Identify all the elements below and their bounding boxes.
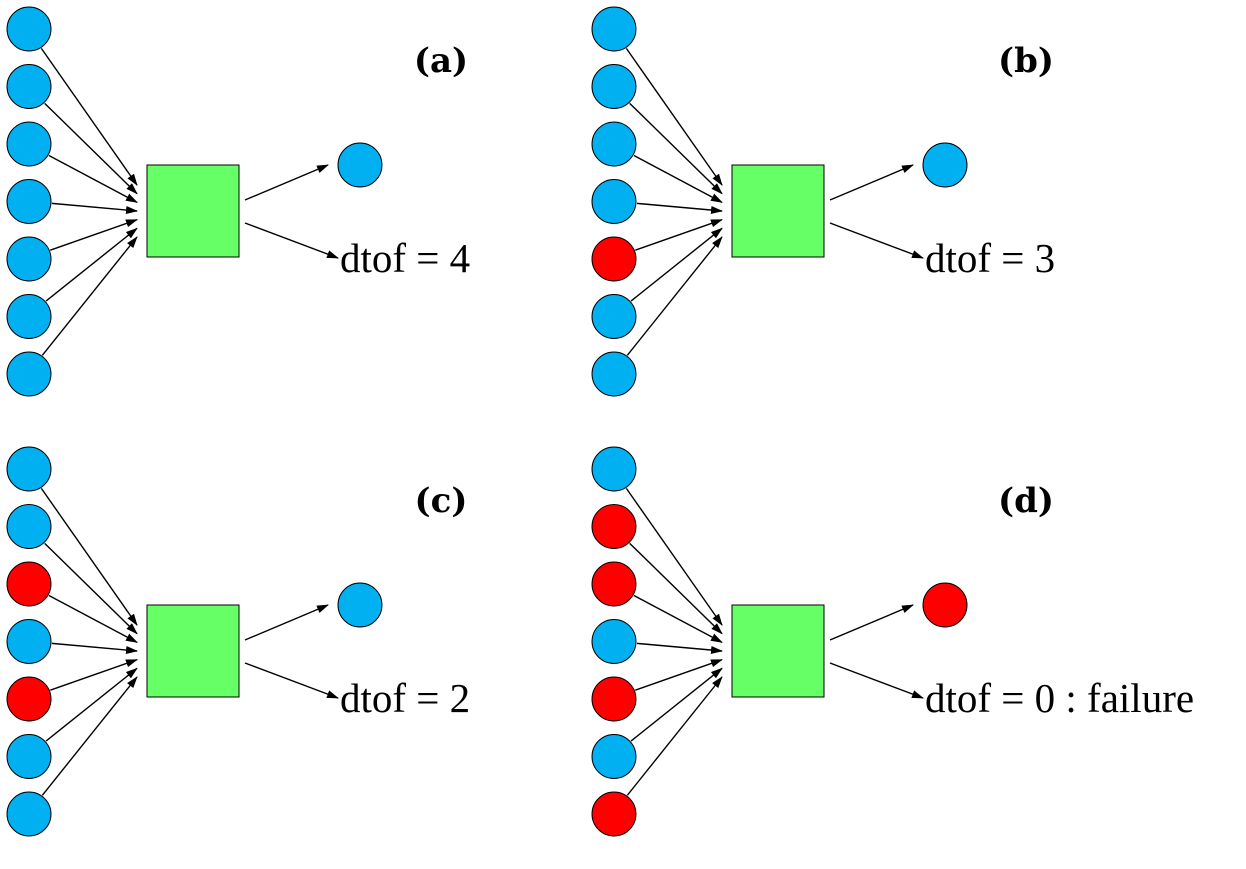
input-node-ok <box>591 446 637 492</box>
input-arrow <box>626 236 723 356</box>
input-arrow <box>635 219 723 251</box>
input-arrow <box>44 102 138 195</box>
input-arrow <box>50 659 138 691</box>
gate-box <box>146 604 240 698</box>
input-arrow <box>41 236 138 356</box>
input-node-failed <box>591 791 637 837</box>
input-arrow <box>636 202 723 215</box>
gate-box <box>146 164 240 258</box>
input-node-ok <box>6 6 52 52</box>
result-arrow <box>829 222 924 259</box>
input-node-ok <box>591 351 637 397</box>
panel-tag: (d) <box>998 481 1054 521</box>
gate-box <box>731 604 825 698</box>
output-node-ok <box>337 582 383 628</box>
dtof-result: dtof = 3 <box>925 235 1055 281</box>
input-node-ok <box>6 504 52 549</box>
input-node-ok <box>591 6 637 52</box>
output-arrow <box>829 164 914 201</box>
input-arrow <box>44 542 138 635</box>
input-node-ok <box>6 791 52 837</box>
input-node-failed <box>591 504 637 549</box>
input-node-failed <box>6 561 52 607</box>
panel-a: (a) dtof = 4 <box>6 6 470 397</box>
input-arrow <box>51 202 138 215</box>
input-arrow <box>629 542 723 635</box>
input-node-failed <box>591 236 637 282</box>
panel-d: (d) dtof = 0 : failure <box>591 446 1194 837</box>
result-arrow <box>829 662 924 699</box>
input-arrow <box>633 154 723 203</box>
input-node-ok <box>591 619 637 664</box>
panel-tag: (a) <box>414 41 468 81</box>
panel-c: (c) dtof = 2 <box>6 446 470 837</box>
input-node-ok <box>591 179 637 224</box>
output-arrow <box>244 604 329 641</box>
input-node-ok <box>591 734 637 779</box>
input-node-failed <box>591 676 637 722</box>
input-arrow <box>40 487 138 626</box>
output-node-ok <box>337 142 383 188</box>
input-arrow <box>48 154 138 203</box>
input-arrow <box>45 667 138 742</box>
input-arrow <box>50 219 138 251</box>
input-node-ok <box>6 294 52 339</box>
input-node-ok <box>6 179 52 224</box>
input-node-ok <box>6 351 52 397</box>
panels-layer: (a) dtof = 4 (b) dtof = 3 (c) dtof = 2 (d) dtof… <box>6 6 1194 837</box>
input-node-ok <box>6 121 52 167</box>
input-node-ok <box>591 64 637 109</box>
input-node-ok <box>6 446 52 492</box>
output-arrow <box>829 604 914 641</box>
dtof-result: dtof = 4 <box>340 235 470 281</box>
input-arrow <box>41 676 138 796</box>
output-node-ok <box>922 142 968 188</box>
dtof-result: dtof = 0 : failure <box>925 675 1194 721</box>
input-arrow <box>40 47 138 186</box>
input-node-ok <box>591 294 637 339</box>
input-arrow <box>626 676 723 796</box>
panel-b: (b) dtof = 3 <box>591 6 1055 397</box>
dtof-result: dtof = 2 <box>340 675 470 721</box>
gate-box <box>731 164 825 258</box>
input-node-ok <box>6 64 52 109</box>
input-arrow <box>45 227 138 302</box>
input-arrow <box>48 594 138 643</box>
input-arrow <box>629 102 723 195</box>
input-arrow <box>625 487 723 626</box>
input-node-ok <box>6 734 52 779</box>
input-arrow <box>633 594 723 643</box>
input-node-failed <box>6 676 52 722</box>
input-arrow <box>625 47 723 186</box>
result-arrow <box>244 222 339 259</box>
panel-tag: (b) <box>998 41 1054 81</box>
result-arrow <box>244 662 339 699</box>
input-node-ok <box>6 236 52 282</box>
input-arrow <box>636 642 723 655</box>
output-arrow <box>244 164 329 201</box>
input-arrow <box>51 642 138 655</box>
input-arrow <box>630 227 723 302</box>
input-arrow <box>635 659 723 691</box>
input-arrow <box>630 667 723 742</box>
input-node-ok <box>6 619 52 664</box>
output-node-failed <box>922 582 968 628</box>
panel-tag: (c) <box>415 481 468 521</box>
input-node-failed <box>591 561 637 607</box>
input-node-ok <box>591 121 637 167</box>
